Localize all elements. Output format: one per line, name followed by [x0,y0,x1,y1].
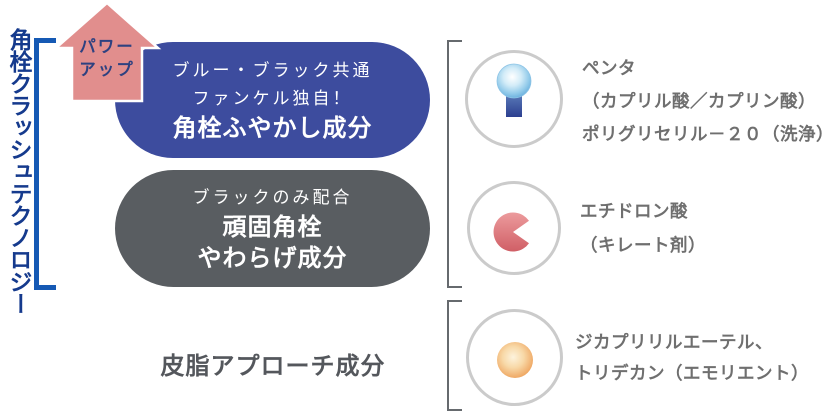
stubborn-plug-pill: ブラックのみ配合 頑固角栓 やわらげ成分 [115,170,430,287]
ball-icon [497,342,533,378]
right-bracket-top [447,40,462,288]
ingredient-circle-emollient [466,309,563,406]
ingredient-text-penta: ペンタ （カプリル酸／カプリン酸） ポリグリセリル－２０（洗浄） [582,52,830,151]
softening-ingredient-pill: ブルー・ブラック共通 ファンケル独自！ 角栓ふやかし成分 [115,42,430,158]
power-up-label-line2: アップ [79,61,135,79]
blue-pill-line1: ブルー・ブラック共通 [172,60,373,80]
right-bracket-bottom [447,300,462,411]
sebum-approach-label: 皮脂アプローチ成分 [160,353,386,380]
gray-pill-line3: やわらげ成分 [197,244,348,272]
technology-vertical-label: 角栓クラッシュテクノロジー [6,28,32,314]
power-up-label: パワー アップ [57,36,157,82]
blue-pill-line2: ファンケル独自！ [192,88,353,108]
ingredient-circle-etidronic [467,181,561,275]
ingredient-penta-line1: ペンタ [582,58,636,78]
ingredient-etidronic-line1: エチドロン酸 [580,201,688,221]
ingredient-circle-penta [465,50,563,148]
pin-icon [496,63,532,117]
ingredient-text-etidronic: エチドロン酸 （キレート剤） [580,194,706,262]
power-up-label-line1: パワー [79,38,135,56]
ingredient-penta-line3: ポリグリセリル－２０（洗浄） [582,124,830,144]
ingredient-text-emollient: ジカプリリルエーテル、 トリデカン（エモリエント） [575,327,809,389]
blue-pill-line3: 角栓ふやかし成分 [172,114,373,142]
gray-pill-line2: 頑固角栓 [222,213,323,241]
ingredient-emollient-line1: ジカプリリルエーテル、 [575,332,773,352]
ingredient-emollient-line2: トリデカン（エモリエント） [575,363,809,383]
ingredient-etidronic-line2: （キレート剤） [580,235,706,255]
power-up-arrow-icon [52,1,162,103]
ingredient-penta-line2: （カプリル酸／カプリン酸） [582,91,816,111]
gray-pill-line1: ブラックのみ配合 [192,187,353,207]
pacman-icon [493,212,529,252]
left-blue-bracket [34,38,56,290]
